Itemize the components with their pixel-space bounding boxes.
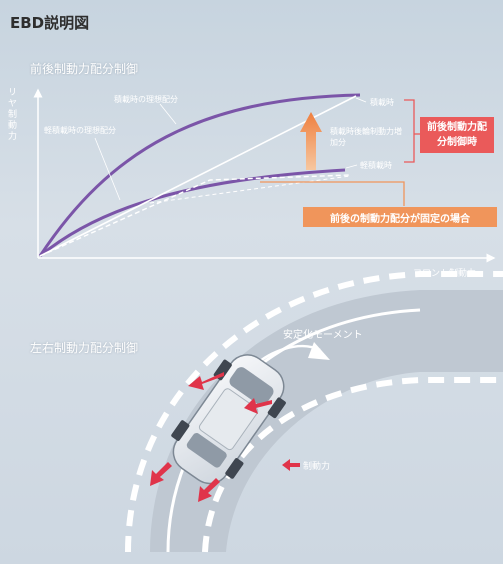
car-rear-window — [186, 433, 227, 468]
braking-force-legend: 制動力 — [303, 462, 331, 472]
car-windshield — [229, 367, 274, 406]
control-mode-text: 前後制動力配分制御時 — [427, 122, 487, 148]
wheel-front-right — [267, 397, 286, 419]
stabilizing-moment-label: 安定化モーメント — [283, 330, 363, 341]
left-right-diagram — [125, 271, 503, 553]
force-arrow-rear-left — [150, 462, 172, 486]
force-legend-arrow — [282, 459, 300, 471]
front-rear-graph — [33, 88, 496, 263]
control-mode-box: 前後制動力配分制御時 — [420, 117, 494, 153]
braking-force-arrows — [150, 372, 300, 502]
leader-light-ideal — [94, 137, 121, 201]
label-heavy-rear-increase: 積載時後輪制動力増加分 — [330, 127, 402, 147]
fixed-distribution-line — [39, 174, 351, 257]
rear-increase-arrow — [300, 112, 322, 170]
left-right-heading: 左右制動力配分制御 — [30, 341, 139, 355]
road-edge-outer — [125, 271, 503, 553]
fixed-distribution-lower-line — [149, 175, 351, 204]
force-arrow-front-right — [244, 398, 272, 414]
car — [171, 354, 286, 485]
ideal-curve-heavy — [38, 93, 361, 257]
controlled-distribution-line — [39, 95, 357, 257]
fixed-mode-text: 前後の制動力配分が固定の場合 — [330, 213, 470, 225]
leader-heavy-ideal — [159, 103, 177, 125]
force-arrow-front-left — [188, 372, 224, 390]
force-arrow-rear-right — [198, 478, 220, 502]
stabilizing-moment-arrowhead — [308, 342, 330, 360]
wheel-rear-right — [225, 458, 244, 479]
label-heavy: 積載時 — [370, 98, 394, 107]
car-roof — [198, 388, 259, 451]
front-rear-heading: 前後制動力配分制御 — [30, 62, 139, 76]
control-bracket — [404, 99, 415, 163]
ideal-curve-light — [39, 168, 346, 258]
leader-light — [345, 164, 358, 169]
wheel-rear-left — [171, 420, 190, 441]
label-light: 軽積載時 — [360, 161, 392, 170]
x-axis-label: フロント制動力 — [413, 269, 477, 279]
road-edge-inner — [202, 377, 503, 553]
fixed-box-leader — [260, 181, 405, 206]
road-surface — [150, 290, 503, 552]
fixed-mode-box: 前後の制動力配分が固定の場合 — [303, 207, 497, 227]
y-axis-label: リヤ制動力 — [8, 88, 18, 142]
leader-heavy — [355, 97, 367, 103]
label-light-ideal: 軽積載時の理想配分 — [44, 126, 116, 135]
label-heavy-ideal: 積載時の理想配分 — [114, 95, 178, 104]
page-title: EBD説明図 — [10, 14, 90, 32]
